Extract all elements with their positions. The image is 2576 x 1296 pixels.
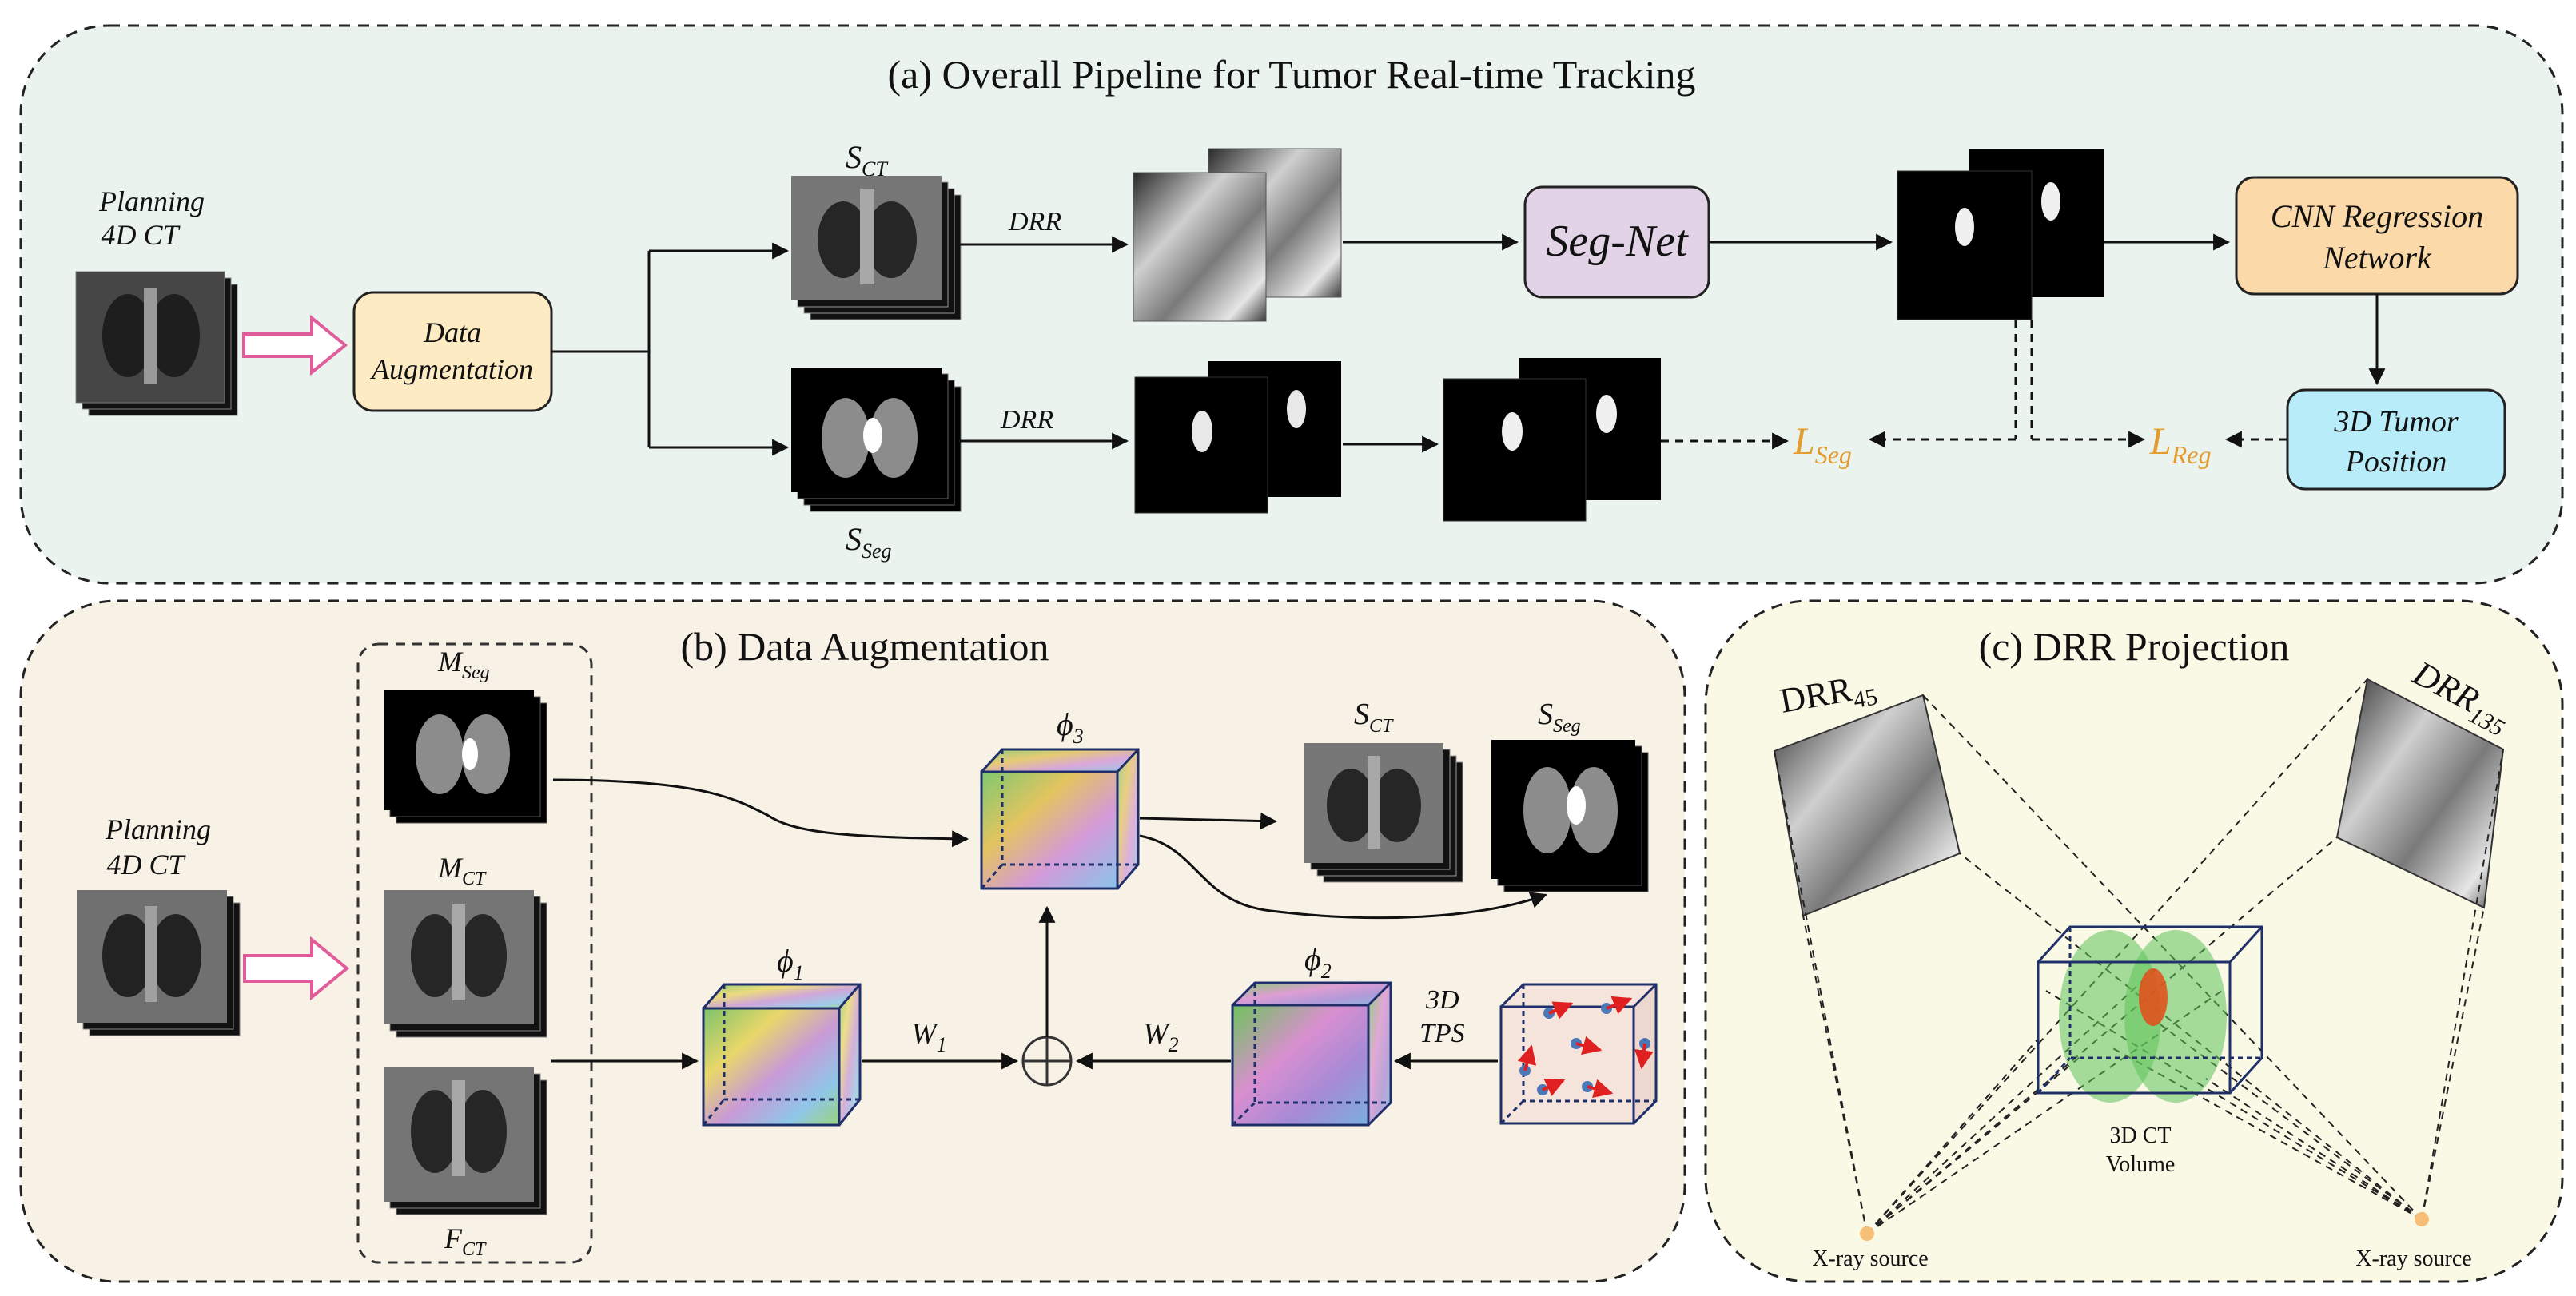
xray-source-right-icon [2415,1212,2429,1226]
xray-source-left-label: X-ray source [1812,1246,1928,1271]
m-seg-label: MSeg [437,646,490,683]
panel-a-title: (a) Overall Pipeline for Tumor Real-time… [888,52,1696,97]
hollow-arrow-icon [242,314,348,376]
ct-volume-cube-icon [2037,925,2263,1103]
drr-xray-pair [1133,148,1342,322]
data-augmentation-label-line1: Data [423,316,481,348]
panel-c-title: (c) DRR Projection [1979,624,2290,669]
tumor-label-line2: Position [2345,445,2447,479]
f-ct-label: FCT [444,1222,487,1260]
loss-reg-label: LReg [2149,420,2211,469]
arrow-phi3-to-sct [1139,813,1278,830]
loss-seg-label: LSeg [1793,420,1852,469]
drr-seg-pair [1134,361,1341,514]
planning-label-line2: 4D CT [101,219,181,251]
arrow-phi3-to-sseg [1139,834,1547,920]
s-ct-output-label: SCT [1354,698,1394,737]
s-ct-output-stack [1304,743,1463,883]
drr-label-bottom: DRR [1000,405,1053,435]
phi2-label: ϕ2 [1304,941,1332,983]
circled-plus-icon [1021,1036,1073,1087]
cnn-regression-box [2235,176,2519,296]
hollow-arrow-icon-b [243,936,350,1001]
predicted-seg-pair [1897,149,2104,320]
planning-ct-stack-b [77,890,241,1036]
panel-b-title: (b) Data Augmentation [681,624,1049,669]
m-ct-stack [384,890,547,1038]
cnn-label-line1: CNN Regression [2271,198,2483,234]
drr135-image [2335,678,2505,909]
w1-label: W1 [911,1017,947,1056]
volume-label-line1: 3D CT [2110,1123,2172,1148]
s-ct-stack [791,176,962,320]
tumor-label-line1: 3D Tumor [2333,405,2458,439]
m-seg-stack [384,690,547,824]
arrow-mseg-to-phi3 [552,778,969,848]
tps-cube-icon [1499,983,1658,1125]
planning-label-line1: Planning [98,185,205,217]
data-augmentation-box [352,291,553,412]
drr-label-top: DRR [1008,207,1061,237]
s-seg-output-stack [1491,740,1649,892]
volume-label-line2: Volume [2106,1152,2176,1177]
tps-label-line2: TPS [1419,1019,1465,1048]
xray-source-right-label: X-ray source [2355,1246,2471,1271]
phi3-label: ϕ3 [1057,706,1084,748]
cnn-label-line2: Network [2322,240,2432,276]
data-augmentation-label-line2: Augmentation [370,353,533,385]
m-ct-label: MCT [437,852,487,889]
phi1-cube-icon [702,983,862,1127]
split-connector [551,242,790,456]
w2-label: W2 [1143,1017,1179,1056]
phi3-cube-icon [980,748,1140,890]
input-group-box [356,642,593,1264]
panel-a-frame [19,24,2564,585]
planning-b-line2: 4D CT [106,849,186,881]
gt-seg-pair [1443,358,1661,522]
segnet-label: Seg-Net [1546,217,1689,266]
xray-source-left-icon [1860,1226,1874,1241]
s-seg-stack [791,368,962,512]
panel-b-frame [19,599,1686,1283]
phi1-label: ϕ1 [777,943,804,984]
tps-label-line1: 3D [1425,985,1459,1015]
planning-b-line1: Planning [105,813,211,845]
loss-connectors [1661,320,2287,450]
s-seg-output-label: SSeg [1538,698,1581,737]
phi2-cube-icon [1231,981,1392,1127]
planning-ct-stack [75,271,238,416]
f-ct-stack [384,1067,547,1215]
s-seg-label: SSeg [846,521,892,563]
